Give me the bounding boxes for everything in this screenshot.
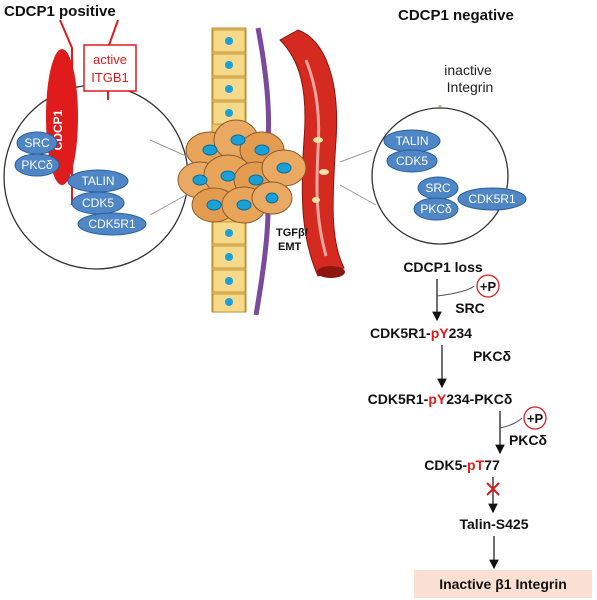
phospho-circle-1 [476, 274, 500, 298]
inactive-integrin-label-2: Integrin [447, 79, 494, 95]
right-talin-label: TALIN [395, 134, 428, 148]
active-itgb1-label-1: active [93, 52, 127, 67]
tgf-label-2: EMT [278, 241, 302, 253]
protein-pill: PKCδ [14, 153, 60, 177]
right-cdk5-label: CDK5 [396, 154, 428, 168]
protein-pill: CDK5R1 [457, 187, 527, 211]
protein-pill: TALIN [67, 169, 129, 193]
right-connector-bottom [339, 184, 377, 206]
right-pkcd-label: PKCδ [420, 202, 452, 216]
signaling-pathway: CDCP1 loss +P SRC CDK5R1-pY234 PKCδ CDK5… [368, 259, 592, 598]
step-cdk5r1-py234-pkcd: CDK5R1-pY234-PKCδ [368, 391, 513, 407]
active-itgb1-box [83, 44, 137, 92]
phospho-label-2: +P [527, 411, 544, 426]
blood-vessel [279, 29, 345, 278]
step-cdk5r1-py234: CDK5R1-pY234 [370, 325, 472, 341]
result-inactive-b1-integrin: Inactive β1 Integrin [439, 576, 567, 592]
phospho-label-1: +P [480, 279, 497, 294]
kinase-src: SRC [455, 300, 485, 316]
heading-cdcp1-negative: CDCP1 negative [398, 7, 514, 24]
result-box [414, 570, 592, 598]
left-cdk5-label: CDK5 [82, 196, 114, 210]
heading-cdcp1-positive: CDCP1 positive [4, 3, 116, 20]
kinase-pkcd-2: PKCδ [509, 432, 547, 448]
tgf-label-1: TGFβ/ [276, 227, 308, 239]
tumor-cluster [177, 119, 307, 224]
left-panel: active ITGB1 CDCP1 SRC PKCδ TALIN CDK5 C… [3, 19, 196, 270]
right-cell-circle [371, 107, 509, 245]
step-talin-s425: Talin-S425 [460, 516, 529, 532]
protein-pill: PKCδ [413, 197, 459, 221]
right-connector-top [339, 149, 373, 163]
cdcp1-receptor [46, 49, 78, 185]
step-cdk5-pt77: CDK5-pT77 [424, 457, 500, 473]
protein-pill: SRC [16, 131, 58, 155]
protein-pill: CDK5R1 [77, 212, 147, 236]
step-cdcp1-loss: CDCP1 loss [403, 259, 483, 275]
phospho-circle-2 [523, 406, 547, 430]
tissue-illustration: TGFβ/ EMT [177, 27, 345, 316]
active-itgb1-label-2: ITGB1 [91, 70, 129, 85]
left-cdk5r1-label: CDK5R1 [88, 217, 136, 231]
right-src-label: SRC [425, 181, 451, 195]
protein-pill: CDK5 [386, 149, 438, 173]
inactive-integrin-label-1: inactive [444, 62, 492, 78]
protein-pill: TALIN [383, 129, 441, 153]
protein-pill: CDK5 [71, 191, 125, 215]
left-pkcd-label: PKCδ [21, 158, 53, 172]
protein-pill: SRC [417, 176, 459, 200]
right-cdk5r1-label: CDK5R1 [468, 192, 516, 206]
left-talin-label: TALIN [81, 174, 114, 188]
block-cross-icon [486, 482, 500, 496]
right-panel: inactive Integrin TALIN CDK5 SRC PKCδ CD… [339, 62, 527, 245]
kinase-pkcd-1: PKCδ [473, 348, 511, 364]
left-src-label: SRC [24, 136, 50, 150]
